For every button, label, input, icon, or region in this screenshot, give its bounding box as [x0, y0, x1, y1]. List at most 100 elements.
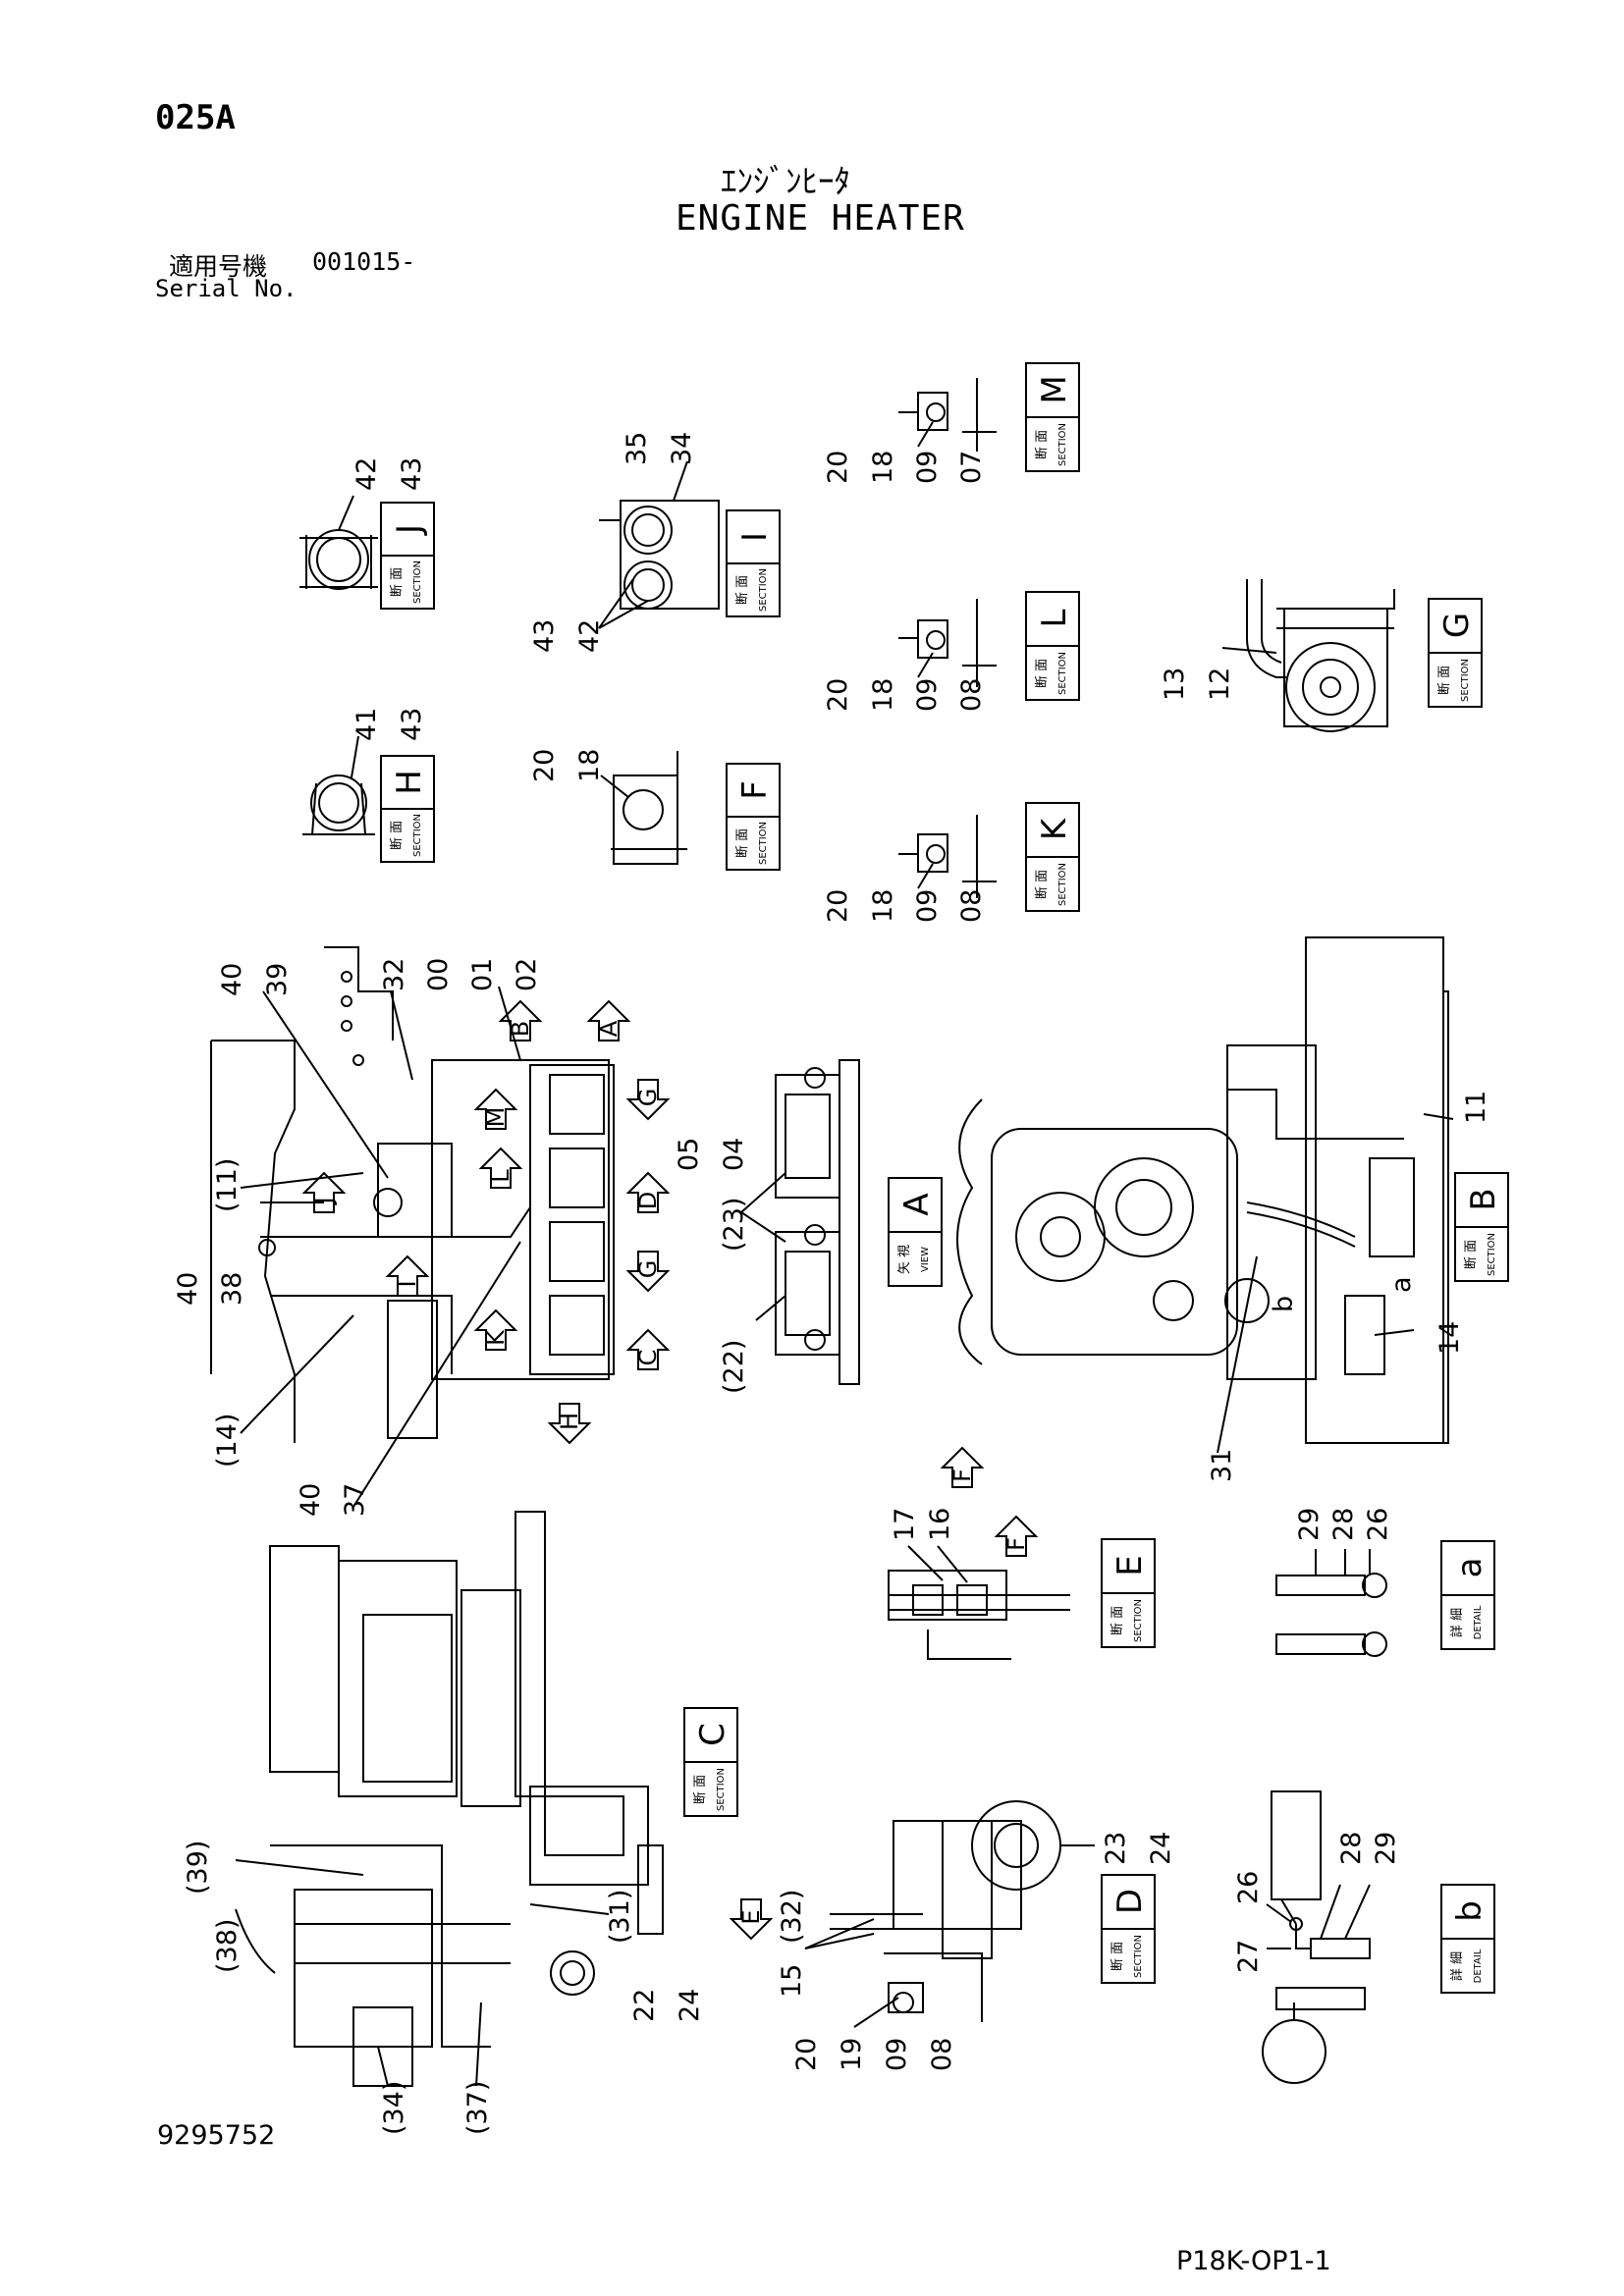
- ref-label: 20: [823, 678, 853, 712]
- arrow-letter: F: [1002, 1537, 1030, 1551]
- section-f-letter: F: [735, 780, 775, 800]
- ref-label: 09: [882, 2038, 912, 2071]
- section-m-jp: 断 面: [1035, 430, 1050, 459]
- view-a-letter: A: [897, 1193, 937, 1215]
- detail-b-drawing: [1262, 1790, 1371, 2084]
- detail-a-letter: a: [1450, 1558, 1489, 1578]
- ref-label: 38: [217, 1272, 247, 1306]
- arrow-letters: B A G M L J D G I K C H F F E: [310, 1020, 1030, 1924]
- section-b-letter: B: [1464, 1188, 1503, 1210]
- detail-a-en: DETAIL: [1473, 1605, 1484, 1639]
- ref-label: 08: [956, 889, 987, 923]
- ref-label: b: [1269, 1296, 1299, 1312]
- ref-label: 40: [296, 1483, 326, 1517]
- ref-label: 43: [529, 619, 560, 653]
- ref-label: 20: [791, 2038, 822, 2071]
- section-i-drawing: [598, 460, 720, 629]
- section-h-letter: H: [390, 770, 429, 795]
- ref-label: 22: [629, 1989, 660, 2022]
- section-b-drawing: [956, 936, 1454, 1454]
- ref-label: 20: [823, 889, 853, 923]
- arrow-letter: J: [310, 1197, 338, 1205]
- box-letters: J H I F M L K G A B E a C D b: [390, 375, 1503, 1921]
- ref-label: 08: [956, 678, 987, 712]
- ref-label: (14): [212, 1414, 243, 1468]
- section-k-jp: 断 面: [1035, 870, 1050, 899]
- detail-b-jp: 詳 細: [1449, 1951, 1465, 1981]
- section-j-en: SECTION: [412, 561, 423, 604]
- section-e-drawing: [888, 1545, 1070, 1660]
- view-a-drawing: [740, 1059, 860, 1385]
- section-m-en: SECTION: [1057, 423, 1068, 466]
- arrow-letter: H: [556, 1413, 583, 1430]
- ref-label: 09: [912, 678, 943, 712]
- ref-label: 12: [1205, 667, 1235, 701]
- ref-label: 14: [1435, 1321, 1465, 1355]
- ref-label: 02: [512, 958, 542, 991]
- section-g-letter: G: [1437, 613, 1477, 638]
- ref-label: 18: [868, 678, 898, 712]
- section-j-jp: 断 面: [390, 567, 405, 597]
- arrow-letter: C: [634, 1350, 662, 1366]
- ref-label: 17: [890, 1508, 920, 1541]
- section-g-jp: 断 面: [1437, 666, 1452, 695]
- sheet-code: P18K-OP1-1: [1176, 2246, 1331, 2276]
- section-m-drawing: [898, 378, 997, 452]
- section-d-en: SECTION: [1133, 1935, 1144, 1978]
- arrow-letter: L: [487, 1169, 514, 1183]
- section-i-en: SECTION: [758, 568, 769, 612]
- ref-label: 28: [1328, 1508, 1359, 1541]
- ref-label: 40: [217, 963, 247, 996]
- section-k-drawing: [898, 815, 997, 898]
- ref-label: a: [1386, 1276, 1417, 1293]
- ref-label: (22): [719, 1340, 749, 1394]
- section-b-jp: 断 面: [1464, 1240, 1479, 1269]
- serial-label-english: Serial No.: [155, 275, 298, 302]
- section-k-letter: K: [1035, 817, 1074, 840]
- section-j-drawing: [299, 495, 378, 590]
- section-l-letter: L: [1035, 609, 1074, 627]
- ref-label: 04: [719, 1138, 749, 1171]
- ref-label: (39): [183, 1841, 213, 1895]
- section-d-drawing: [804, 1800, 1095, 2028]
- ref-label: 07: [956, 451, 987, 484]
- view-a-en: VIEW: [920, 1247, 931, 1272]
- section-e-letter: E: [1110, 1555, 1150, 1575]
- ref-label: (37): [462, 2081, 493, 2135]
- arrow-letter: D: [634, 1192, 662, 1209]
- ref-label: 26: [1233, 1871, 1264, 1904]
- ref-label: 11: [1461, 1091, 1491, 1124]
- arrow-letter: I: [394, 1280, 421, 1287]
- section-c-jp: 断 面: [693, 1775, 708, 1804]
- ref-label: 15: [777, 1964, 807, 1998]
- section-f-en: SECTION: [758, 822, 769, 865]
- ref-label: 16: [925, 1508, 955, 1541]
- ref-label: 24: [675, 1989, 705, 2022]
- ref-label: (31): [605, 1890, 635, 1944]
- arrow-letter: E: [737, 1909, 765, 1924]
- ref-label: 24: [1146, 1832, 1176, 1865]
- section-h-jp: 断 面: [390, 821, 405, 850]
- ref-label: 43: [397, 708, 427, 741]
- section-e-en: SECTION: [1133, 1599, 1144, 1642]
- page-code: 025A: [155, 98, 236, 137]
- ref-label: 18: [868, 451, 898, 484]
- part-reference-numbers: 42 43 41 43 35 34 43 42 20 18 20 18 09 0…: [173, 432, 1491, 2135]
- serial-number: 001015-: [312, 247, 416, 276]
- ref-label: (11): [212, 1158, 243, 1212]
- section-l-en: SECTION: [1057, 652, 1068, 695]
- ref-label: 34: [667, 432, 697, 465]
- ref-label: 13: [1160, 667, 1190, 701]
- ref-label: 26: [1363, 1508, 1393, 1541]
- section-e-jp: 断 面: [1110, 1606, 1125, 1635]
- arrow-letter: G: [634, 1089, 662, 1107]
- section-j-letter: J: [390, 524, 429, 536]
- ref-label: 29: [1294, 1508, 1325, 1541]
- section-d-letter: D: [1110, 1889, 1150, 1914]
- ref-label: 37: [340, 1483, 370, 1517]
- ref-label: (32): [777, 1890, 807, 1944]
- section-i-jp: 断 面: [735, 575, 750, 605]
- detail-b-en: DETAIL: [1473, 1949, 1484, 1983]
- main-view-arrows: [301, 999, 1039, 1941]
